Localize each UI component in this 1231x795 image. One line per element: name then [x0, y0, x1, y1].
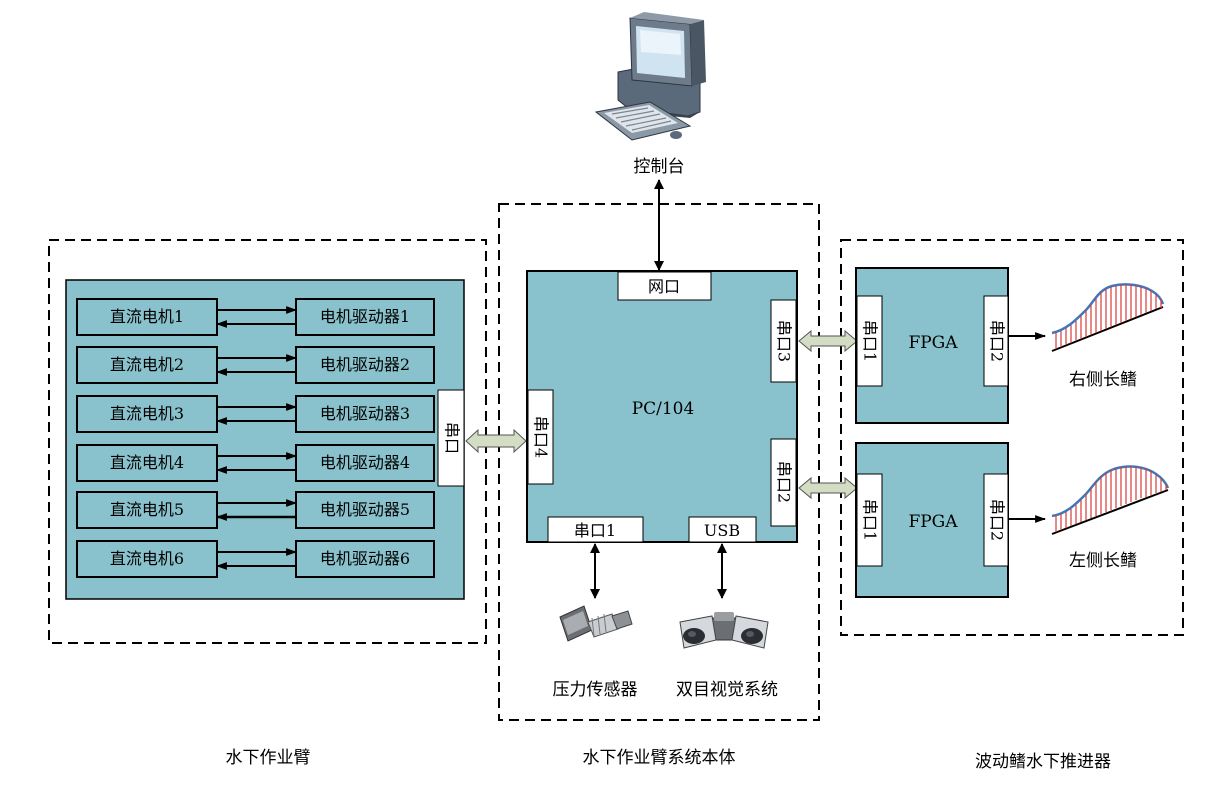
motor-label: 直流电机3 [110, 404, 184, 423]
pc-serial-3-label: 串口3 [775, 320, 794, 362]
stereo-camera-icon [679, 612, 769, 649]
console-label: 控制台 [634, 157, 685, 177]
driver-box [295, 444, 435, 482]
arm-group-border [48, 239, 487, 644]
motor-box [76, 540, 218, 578]
net-port-label: 网口 [648, 277, 680, 296]
lower-fpga-serial-out [983, 473, 1009, 567]
upper-fpga-serial-in-label: 串口1 [861, 320, 880, 362]
motor-label: 直流电机4 [110, 453, 184, 472]
net-port [617, 271, 712, 301]
pressure-sensor-label: 压力传感器 [553, 680, 638, 700]
arm-serial-port-label: 串口 [443, 422, 462, 454]
motor-label: 直流电机6 [110, 549, 184, 568]
usb-port-label: USB [704, 521, 740, 540]
lower-fpga-serial-in [856, 473, 883, 567]
pc-serial-2-label: 串口2 [775, 461, 794, 503]
computer-icon [594, 12, 706, 141]
motor-box [76, 491, 218, 529]
upper-fpga-label: FPGA [908, 333, 958, 353]
pc-serial-2 [770, 438, 797, 527]
driver-box [295, 540, 435, 578]
arm-rows: 直流电机1 电机驱动器1 直流电机2 电机驱动器2 直流电机3 电机驱动器3 直… [76, 298, 435, 578]
motor-label: 直流电机1 [110, 307, 184, 326]
lower-fpga-serial-out-label: 串口2 [988, 499, 1007, 541]
left-fin-label: 左侧长鳍 [1069, 551, 1137, 571]
right-fin-label: 右侧长鳍 [1069, 370, 1137, 390]
pc-serial-1 [547, 516, 644, 543]
motor-label: 直流电机2 [110, 355, 184, 374]
body-caption: 水下作业臂系统本体 [583, 748, 736, 768]
driver-box [295, 298, 435, 336]
driver-label: 电机驱动器1 [320, 307, 410, 326]
left-fin-icon [1051, 465, 1170, 535]
driver-box [295, 491, 435, 529]
motor-label: 直流电机5 [110, 500, 184, 519]
arm-link-arrow [465, 428, 527, 454]
upper-fpga-serial-in [856, 295, 883, 387]
lower-fpga-serial-in-label: 串口1 [861, 499, 880, 541]
pc104-board [526, 270, 798, 543]
driver-label: 电机驱动器5 [320, 500, 410, 519]
arm-caption: 水下作业臂 [226, 748, 311, 768]
driver-box [295, 395, 435, 433]
arm-serial-port [437, 389, 465, 487]
driver-label: 电机驱动器3 [320, 404, 410, 423]
lower-fpga-label: FPGA [908, 512, 958, 532]
driver-box [295, 346, 435, 384]
upper-fpga-link-arrow [798, 329, 858, 353]
motor-box [76, 395, 218, 433]
motor-box [76, 444, 218, 482]
motor-box [76, 346, 218, 384]
driver-label: 电机驱动器6 [320, 549, 410, 568]
right-fin-icon [1051, 283, 1165, 352]
lower-fpga-link-arrow [798, 476, 858, 500]
usb-port [688, 516, 757, 543]
motor-box [76, 298, 218, 336]
driver-label: 电机驱动器2 [320, 355, 410, 374]
upper-fpga-serial-out [983, 295, 1009, 387]
thruster-caption: 波动鳍水下推进器 [975, 752, 1111, 772]
pc-serial-4-label: 串口4 [532, 416, 551, 458]
driver-label: 电机驱动器4 [320, 453, 410, 472]
pc-serial-1-label: 串口1 [574, 521, 616, 540]
pc-serial-4 [527, 389, 554, 485]
stereo-vision-label: 双目视觉系统 [676, 680, 778, 700]
upper-fpga-serial-out-label: 串口2 [988, 320, 1007, 362]
pressure-sensor-icon [559, 605, 633, 642]
pc104-title: PC/104 [632, 399, 695, 419]
pc-serial-3 [770, 299, 797, 383]
